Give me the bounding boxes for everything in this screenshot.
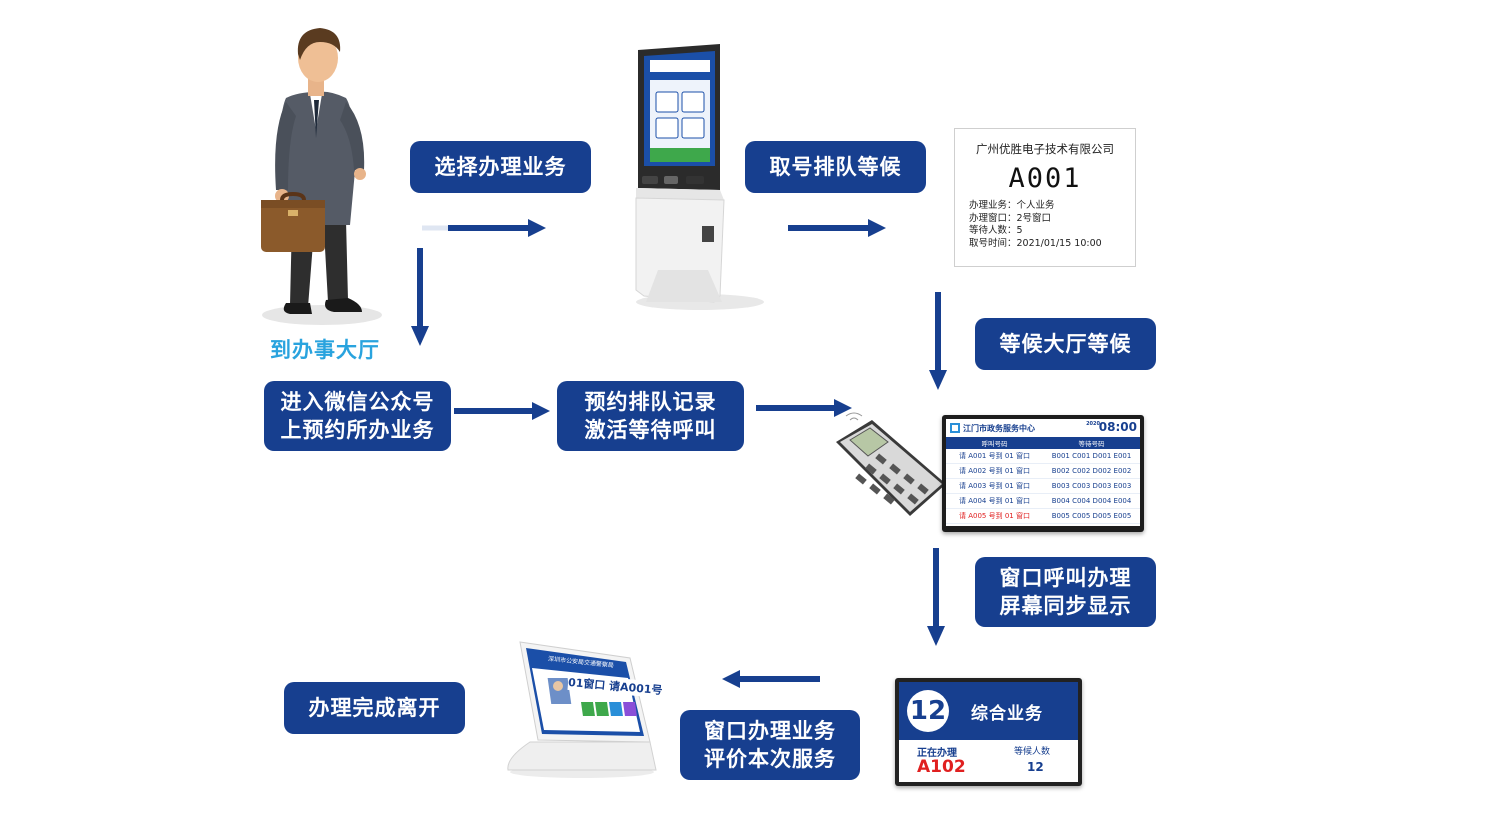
- step-label: 窗口呼叫办理: [999, 566, 1132, 590]
- ticket-line: 等待人数：5: [969, 225, 1023, 236]
- step-select-service: 选择办理业务: [410, 141, 591, 193]
- arrow-right: [448, 219, 546, 237]
- evaluation-tablet-illustration: [507, 641, 657, 778]
- wait-cell: B001 C001 D001 E001: [1051, 452, 1132, 460]
- display-title: 江门市政务服务中心: [963, 423, 1035, 433]
- step-label: 取号排队等候: [769, 155, 902, 179]
- step-take-number: 取号排队等候: [745, 141, 926, 193]
- call-cell: 请 A001 号到 01 窗口: [959, 452, 1030, 460]
- col-call-header: 呼叫号码: [981, 440, 1008, 448]
- wait-cell: B004 C004 D004 E004: [1051, 497, 1132, 505]
- col-wait-header: 等待号码: [1078, 440, 1105, 448]
- step-label: 窗口办理业务: [704, 719, 836, 743]
- wait-cell: B005 C005 D005 E005: [1051, 512, 1132, 520]
- step-label: 评价本次服务: [704, 747, 836, 771]
- businessman-illustration: [262, 28, 382, 325]
- arrow-right: [756, 399, 852, 417]
- step-label: 预约排队记录: [584, 390, 717, 414]
- step-window-call: 窗口呼叫办理 屏幕同步显示: [975, 557, 1156, 627]
- ticket-kiosk-illustration: [635, 44, 764, 310]
- list-item: 请 A005 号到 01 窗口 B005 C005 D005 E005: [946, 509, 1140, 524]
- waiting-value: 12: [1027, 760, 1044, 774]
- display-date: 2020: [1086, 421, 1100, 427]
- ticket-line: 办理业务：个人业务: [969, 200, 1055, 211]
- arrow-down: [927, 548, 945, 646]
- call-cell: 请 A004 号到 01 窗口: [959, 497, 1030, 505]
- call-cell: 请 A002 号到 01 窗口: [959, 467, 1030, 475]
- queue-ticket: 广州优胜电子技术有限公司 A001 办理业务：个人业务 办理窗口：2号窗口 等待…: [954, 128, 1136, 267]
- arrow-right: [454, 402, 550, 420]
- ticket-company: 广州优胜电子技术有限公司: [976, 142, 1114, 156]
- step-label: 进入微信公众号: [280, 390, 435, 414]
- arrow-down: [411, 248, 429, 346]
- step-label: 激活等待呼叫: [584, 418, 717, 442]
- list-item: 请 A003 号到 01 窗口 B003 C003 D003 E003: [946, 479, 1140, 494]
- call-cell: 请 A003 号到 01 窗口: [959, 482, 1030, 490]
- processing-label: 正在办理: [917, 748, 957, 759]
- logo-icon: [950, 423, 960, 433]
- waiting-label: 等候人数: [1014, 747, 1051, 757]
- step-label: 屏幕同步显示: [999, 594, 1132, 618]
- step-activate-reservation: 预约排队记录 激活等待呼叫: [557, 381, 744, 451]
- ticket-line: 办理窗口：2号窗口: [969, 212, 1052, 224]
- list-item: 请 A004 号到 01 窗口 B004 C004 D004 E004: [946, 494, 1140, 509]
- arrow-right-faded: [422, 225, 450, 231]
- list-item: 请 A002 号到 01 窗口 B002 C002 D002 E002: [946, 464, 1140, 479]
- call-cell: 请 A005 号到 01 窗口: [959, 512, 1030, 520]
- processing-value: A102: [917, 757, 966, 777]
- step-wechat-reserve: 进入微信公众号 上预约所办业务: [264, 381, 451, 451]
- display-time: 08:00: [1098, 420, 1137, 434]
- ticket-number: A001: [1008, 163, 1082, 194]
- step-label: 办理完成离开: [308, 696, 441, 720]
- window-number: 12: [907, 690, 949, 732]
- step-complete: 办理完成离开: [284, 682, 465, 734]
- ticket-line: 取号时间：2021/01/15 10:00: [969, 237, 1102, 249]
- step-wait-hall: 等候大厅等候: [975, 318, 1156, 370]
- step-window-process: 窗口办理业务 评价本次服务: [680, 710, 860, 780]
- window-service: 综合业务: [971, 704, 1043, 724]
- arrive-hall-caption: 到办事大厅: [270, 338, 380, 362]
- arrow-right: [788, 219, 886, 237]
- step-label: 选择办理业务: [434, 155, 567, 179]
- briefcase-icon: [261, 192, 325, 252]
- list-item: 请 A001 号到 01 窗口 B001 C001 D001 E001: [946, 449, 1140, 464]
- step-label: 等候大厅等候: [999, 332, 1132, 356]
- arrow-down: [929, 292, 947, 390]
- arrow-left: [722, 670, 820, 688]
- wait-cell: B002 C002 D002 E002: [1051, 467, 1132, 475]
- queue-call-display: 江门市政务服务中心 2020 08:00 呼叫号码 等待号码 请 A001 号到…: [942, 415, 1144, 532]
- wait-cell: B003 C003 D003 E003: [1051, 482, 1132, 490]
- step-label: 上预约所办业务: [280, 418, 435, 442]
- caller-keypad-illustration: [836, 412, 946, 516]
- window-screen: 12 综合业务 正在办理 等候人数 A102 12: [895, 678, 1082, 786]
